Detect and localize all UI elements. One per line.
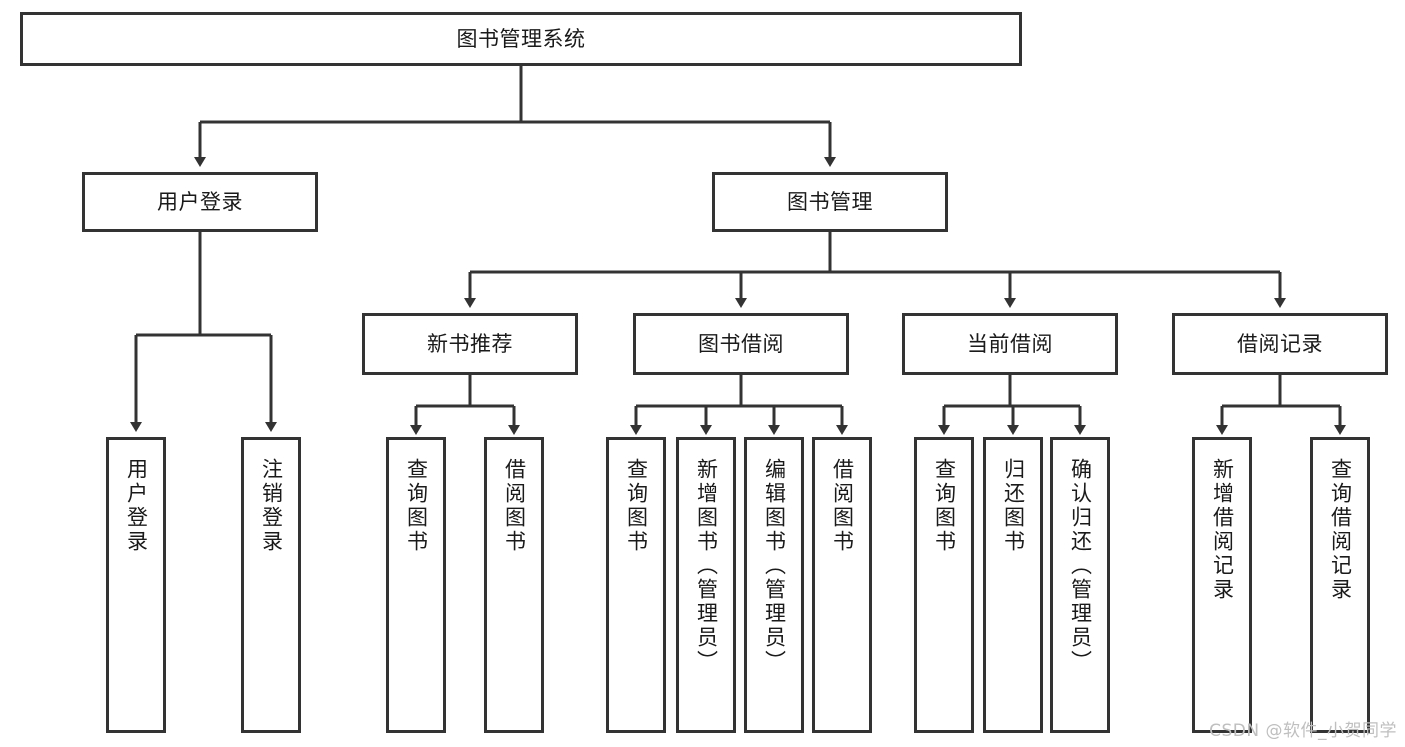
node-label: 图书借阅 (698, 331, 784, 356)
node-label: 借阅图书 (830, 458, 855, 554)
leaf-book-borrow-borrow[interactable]: 借阅图书 (812, 437, 872, 733)
leaf-current-borrow-confirm[interactable]: 确认归还（管理员） (1050, 437, 1110, 733)
node-book-management[interactable]: 图书管理 (712, 172, 948, 232)
node-label: 新增借阅记录 (1210, 458, 1235, 602)
node-label: 借阅图书 (502, 458, 527, 554)
node-label: 用户登录 (157, 189, 243, 214)
node-label: 编辑图书（管理员） (762, 458, 787, 674)
leaf-book-borrow-query[interactable]: 查询图书 (606, 437, 666, 733)
node-label: 用户登录 (124, 458, 149, 554)
leaf-current-borrow-return[interactable]: 归还图书 (983, 437, 1043, 733)
node-label: 查询图书 (624, 458, 649, 554)
leaf-new-book-borrow[interactable]: 借阅图书 (484, 437, 544, 733)
node-label: 当前借阅 (967, 331, 1053, 356)
node-label: 图书管理 (787, 189, 873, 214)
node-label: 图书管理系统 (456, 26, 586, 51)
node-user-login[interactable]: 用户登录 (82, 172, 318, 232)
leaf-user-login-login[interactable]: 用户登录 (106, 437, 166, 733)
node-label: 归还图书 (1001, 458, 1026, 554)
node-new-book-recommend[interactable]: 新书推荐 (362, 313, 578, 375)
node-book-borrow[interactable]: 图书借阅 (633, 313, 849, 375)
node-label: 查询图书 (932, 458, 957, 554)
leaf-borrow-record-query[interactable]: 查询借阅记录 (1310, 437, 1370, 733)
node-root-system[interactable]: 图书管理系统 (20, 12, 1022, 66)
node-label: 新书推荐 (427, 331, 513, 356)
watermark-text: CSDN @软件_小贺同学 (1209, 721, 1397, 741)
leaf-user-login-logout[interactable]: 注销登录 (241, 437, 301, 733)
leaf-current-borrow-query[interactable]: 查询图书 (914, 437, 974, 733)
node-label: 查询借阅记录 (1328, 458, 1353, 602)
node-label: 借阅记录 (1237, 331, 1323, 356)
node-current-borrow[interactable]: 当前借阅 (902, 313, 1118, 375)
leaf-borrow-record-add[interactable]: 新增借阅记录 (1192, 437, 1252, 733)
node-label: 新增图书（管理员） (694, 458, 719, 674)
leaf-book-borrow-edit[interactable]: 编辑图书（管理员） (744, 437, 804, 733)
node-label: 注销登录 (259, 458, 284, 554)
node-label: 查询图书 (404, 458, 429, 554)
node-borrow-record[interactable]: 借阅记录 (1172, 313, 1388, 375)
leaf-new-book-query[interactable]: 查询图书 (386, 437, 446, 733)
leaf-book-borrow-add[interactable]: 新增图书（管理员） (676, 437, 736, 733)
node-label: 确认归还（管理员） (1068, 458, 1093, 674)
